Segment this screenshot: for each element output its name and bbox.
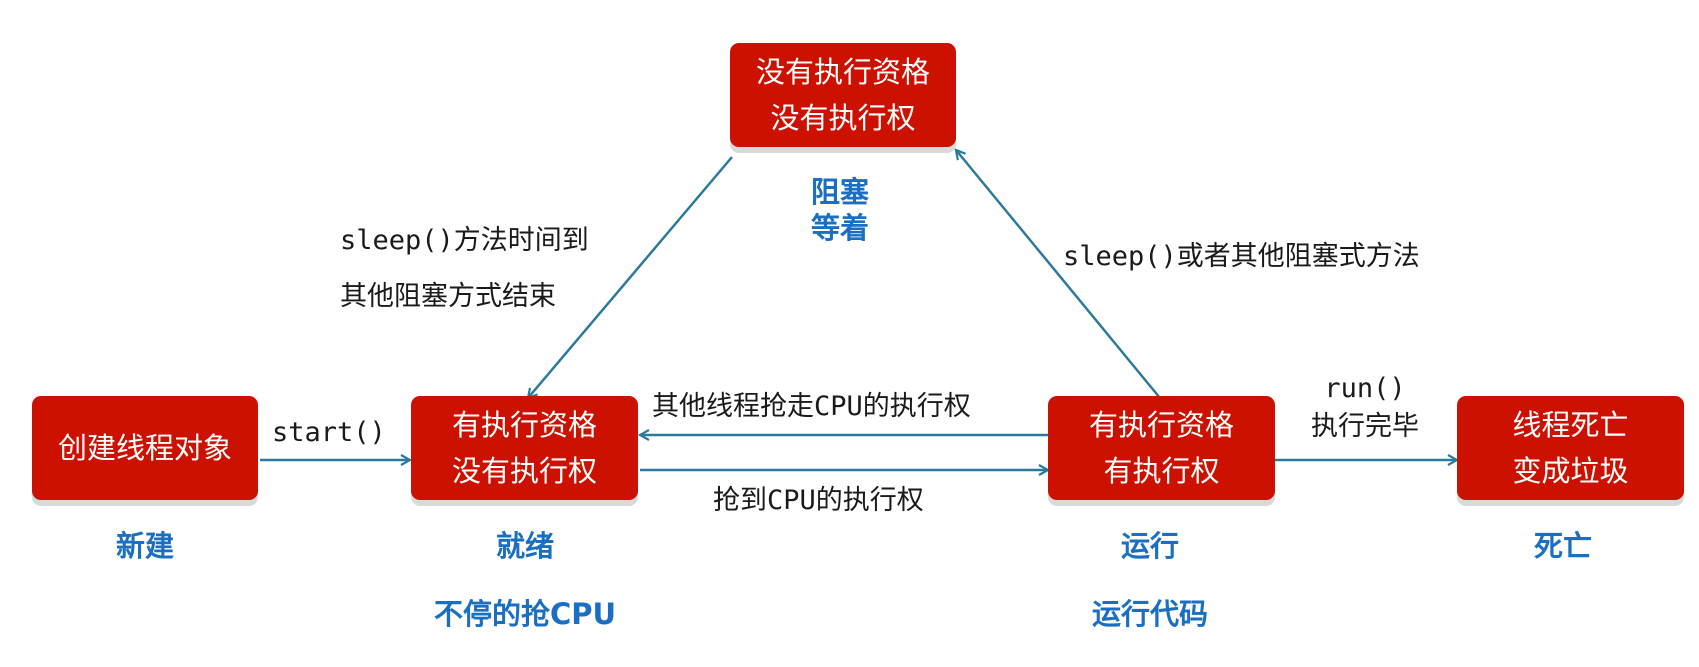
box-new: 创建线程对象 [32, 396, 258, 500]
transition-cpu-taken-label: 其他线程抢走CPU的执行权 [652, 391, 971, 422]
state-ready-desc: 不停的抢CPU [433, 597, 617, 631]
box-ready-line2: 没有执行权 [451, 454, 597, 488]
box-running-line1: 有执行资格 [1088, 408, 1234, 442]
box-blocked-line2: 没有执行权 [770, 101, 916, 135]
arrow-blocked-to-ready [528, 156, 733, 398]
transition-sleep-end-line1: sleep()方法时间到 [340, 225, 589, 256]
box-dead-line2: 变成垃圾 [1512, 454, 1629, 488]
box-dead-line1: 线程死亡 [1512, 408, 1629, 442]
state-blocked-desc: 等着 [810, 211, 869, 245]
transition-sleep-end-line2: 其他阻塞方式结束 [340, 281, 556, 312]
box-blocked-line1: 没有执行资格 [755, 55, 930, 89]
box-ready: 有执行资格 没有执行权 [411, 396, 638, 500]
state-ready-label: 就绪 [495, 529, 554, 563]
state-dead-label: 死亡 [1533, 529, 1592, 563]
transition-sleep-block-label: sleep()或者其他阻塞式方法 [1063, 241, 1420, 272]
box-dead: 线程死亡 变成垃圾 [1457, 396, 1684, 500]
box-ready-line1: 有执行资格 [451, 408, 597, 442]
transition-start-label: start() [272, 417, 386, 448]
state-running-label: 运行 [1120, 529, 1179, 563]
state-blocked-label: 阻塞 [810, 175, 869, 209]
transition-cpu-got-label: 抢到CPU的执行权 [713, 485, 924, 516]
transition-run-line2: 执行完毕 [1311, 411, 1419, 442]
transition-run-line1: run() [1324, 373, 1406, 404]
box-new-line1: 创建线程对象 [57, 431, 232, 465]
box-running-line2: 有执行权 [1103, 454, 1220, 488]
box-running: 有执行资格 有执行权 [1048, 396, 1275, 500]
arrow-running-to-blocked [956, 150, 1161, 399]
state-new-label: 新建 [115, 529, 174, 563]
box-blocked: 没有执行资格 没有执行权 [730, 43, 956, 147]
state-running-desc: 运行代码 [1091, 597, 1208, 631]
